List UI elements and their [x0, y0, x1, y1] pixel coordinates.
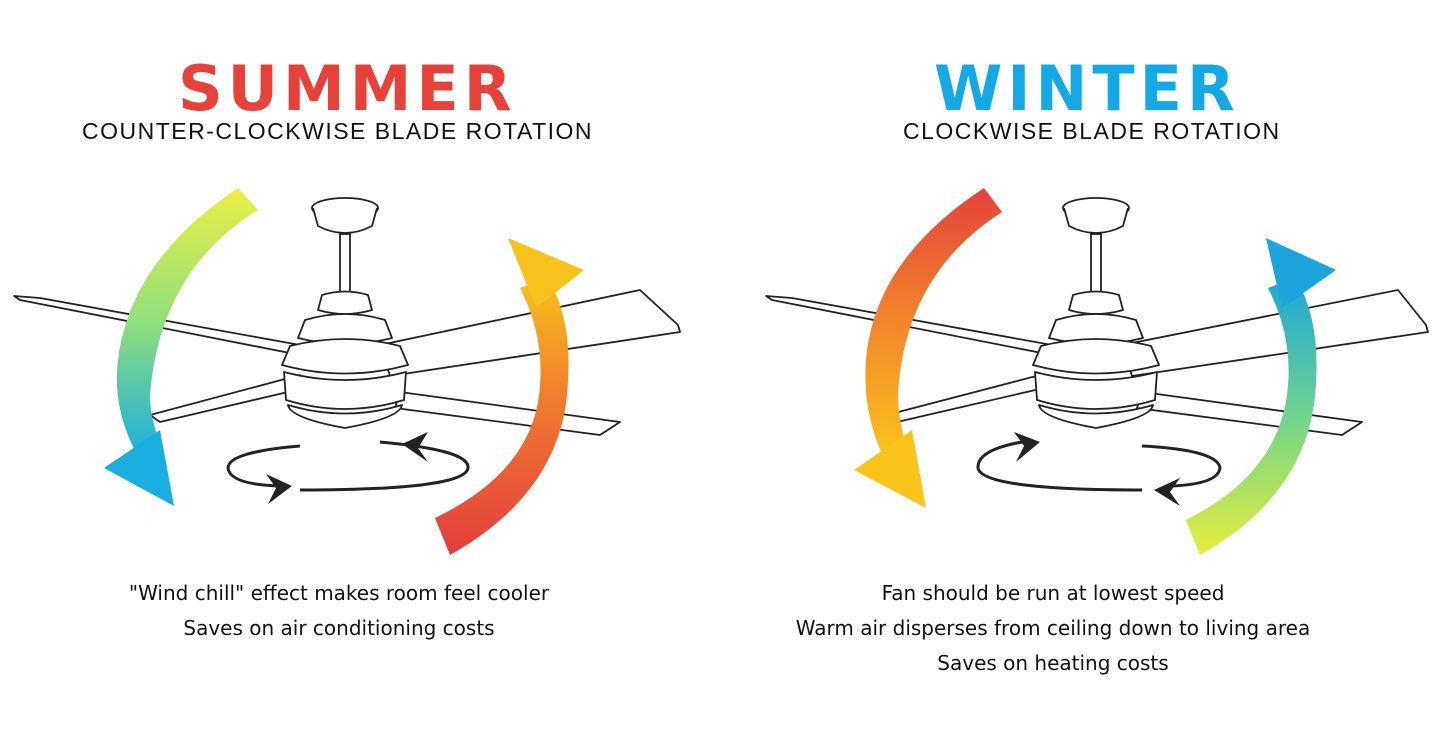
ceiling-fan-icon	[765, 197, 1429, 436]
summer-benefit-line: "Wind chill" effect makes room feel cool…	[128, 581, 550, 605]
rotation-clockwise-icon	[976, 440, 1222, 492]
summer-subtitle: COUNTER-CLOCKWISE BLADE ROTATION	[82, 118, 594, 144]
rotation-arrowhead-icon	[402, 432, 428, 462]
winter-subtitle: CLOCKWISE BLADE ROTATION	[903, 118, 1281, 144]
summer-benefit-line: Saves on air conditioning costs	[183, 616, 495, 640]
winter-benefit-line: Fan should be run at lowest speed	[881, 581, 1225, 605]
winter-benefits-list: Fan should be run at lowest speed Warm a…	[692, 576, 1414, 681]
airflow-arrow-right-icon	[435, 238, 584, 555]
rotation-counter-clockwise-icon	[226, 440, 470, 492]
summer-title: SUMMER	[178, 52, 517, 125]
winter-benefit-line: Warm air disperses from ceiling down to …	[795, 616, 1311, 640]
airflow-arrow-left-icon	[854, 188, 1002, 508]
airflow-arrow-right-icon	[1186, 238, 1336, 555]
summer-fan-diagram	[13, 188, 681, 555]
winter-fan-diagram	[765, 188, 1429, 555]
rotation-arrowhead-icon	[1014, 432, 1040, 462]
winter-benefit-line: Saves on heating costs	[937, 651, 1169, 675]
airflow-arrow-left-icon	[104, 188, 258, 506]
rotation-arrowhead-icon	[266, 474, 292, 504]
winter-title: WINTER	[934, 52, 1240, 125]
summer-benefits-list: "Wind chill" effect makes room feel cool…	[0, 576, 700, 646]
summer-panel: SUMMER COUNTER-CLOCKWISE BLADE ROTATION	[0, 52, 700, 646]
ceiling-fan-icon	[13, 197, 681, 436]
winter-panel: WINTER CLOCKWISE BLADE ROTATION	[722, 0, 1444, 732]
rotation-arrowhead-icon	[1154, 478, 1180, 506]
